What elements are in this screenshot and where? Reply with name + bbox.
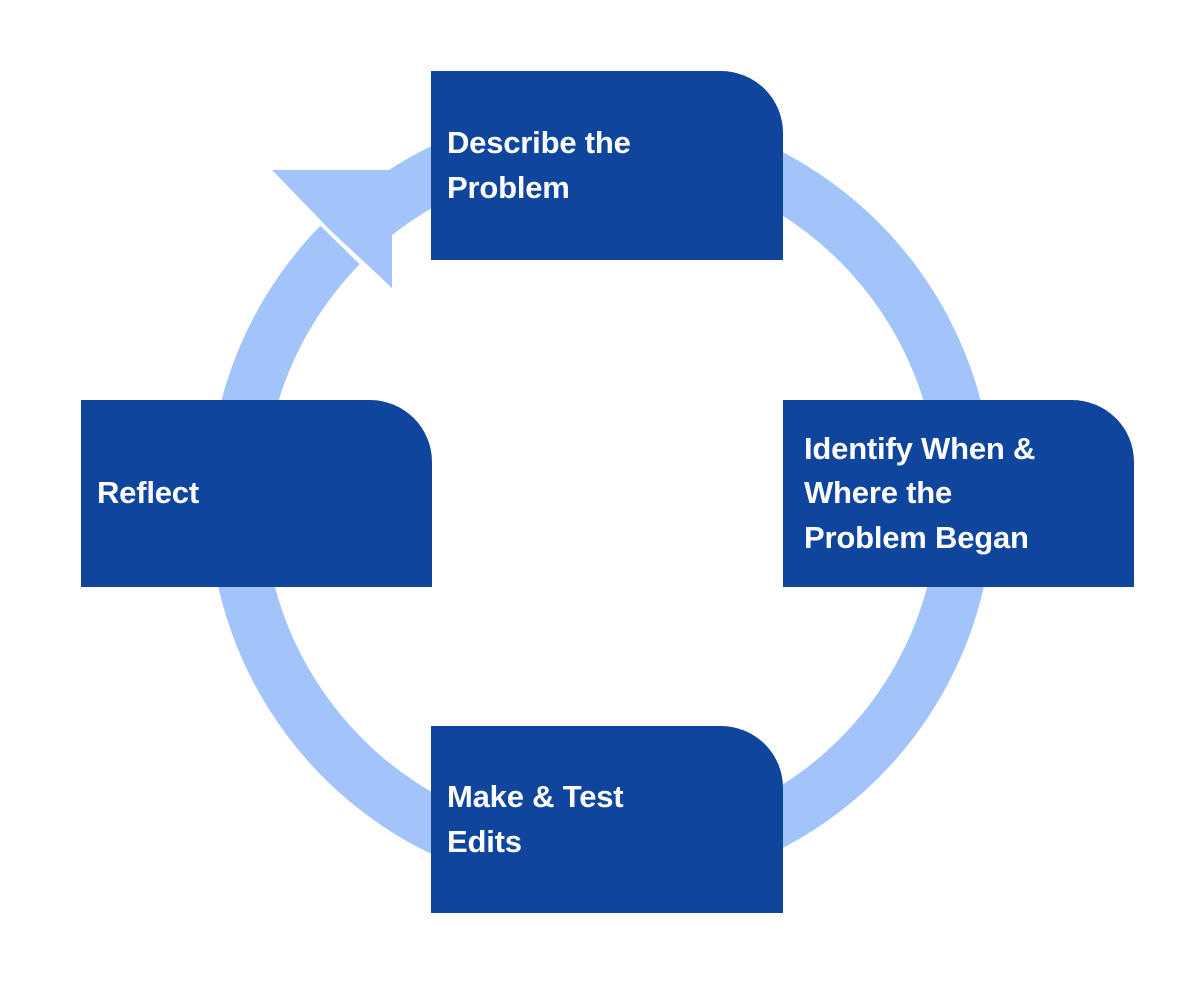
step-card-make-and-test-edits[interactable]: Make & Test Edits — [431, 726, 783, 913]
step-label: Describe the Problem — [447, 125, 631, 205]
step-label: Identify When & Where the Problem Began — [804, 431, 1036, 555]
step-card-reflect[interactable]: Reflect — [81, 400, 432, 587]
step-label: Make & Test Edits — [447, 779, 624, 859]
step-label: Reflect — [97, 475, 199, 511]
step-card-identify-when-and-where-the-problem-began[interactable]: Identify When & Where the Problem Began — [783, 400, 1134, 587]
step-card-describe-the-problem[interactable]: Describe the Problem — [431, 71, 783, 260]
cycle-arrow-head — [272, 170, 392, 288]
